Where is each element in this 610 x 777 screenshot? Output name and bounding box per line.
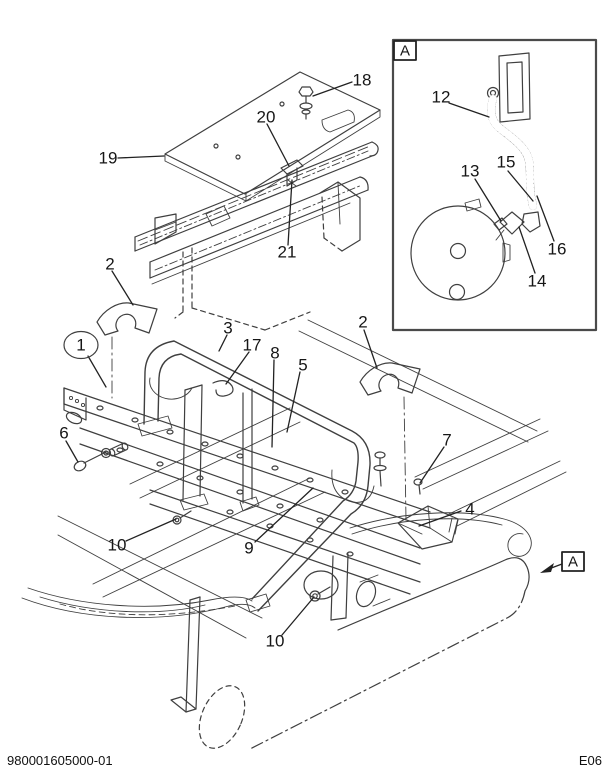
bolt-18 xyxy=(298,86,314,120)
leader-lines xyxy=(65,81,462,636)
callout-19: 19 xyxy=(98,148,118,168)
saddle-bracket-right xyxy=(359,362,421,396)
detail-reference-marker xyxy=(540,551,585,573)
callout-9: 9 xyxy=(244,538,254,558)
callout-16: 16 xyxy=(547,239,567,259)
callout-2-left: 2 xyxy=(105,254,115,274)
callout-7: 7 xyxy=(442,430,452,450)
document-number: 980001605000-01 xyxy=(7,753,113,768)
tray-assembly xyxy=(134,71,381,331)
callout-2-right: 2 xyxy=(358,312,368,332)
hook-17 xyxy=(212,380,234,397)
callout-8: 8 xyxy=(270,343,280,363)
callout-17: 17 xyxy=(242,335,262,355)
saddle-bracket-left xyxy=(96,302,158,336)
callout-13: 13 xyxy=(460,161,480,181)
bracket-ring xyxy=(303,570,339,600)
callout-4: 4 xyxy=(465,499,475,519)
angle-bracket-bottom xyxy=(170,596,201,713)
bolt-7 xyxy=(413,478,423,495)
detail-view-label: A xyxy=(399,42,411,60)
page-code: E06 xyxy=(578,753,602,768)
bracket-4 xyxy=(397,505,459,550)
callout-18: 18 xyxy=(352,70,372,90)
bolt-10-lower xyxy=(309,586,331,602)
callout-20: 20 xyxy=(256,107,276,127)
callout-10-lower: 10 xyxy=(265,631,285,651)
callout-15: 15 xyxy=(496,152,516,172)
detail-reference-label: A xyxy=(567,553,579,571)
callout-5: 5 xyxy=(298,355,308,375)
callout-3: 3 xyxy=(223,318,233,338)
callout-12: 12 xyxy=(431,87,451,107)
air-tank xyxy=(198,512,532,750)
bolt-6 xyxy=(73,442,129,472)
callout-21: 21 xyxy=(277,242,297,262)
callout-10-upper: 10 xyxy=(107,535,127,555)
callout-14: 14 xyxy=(527,271,547,291)
highlight-ellipse xyxy=(63,330,99,360)
stud-right-saddle xyxy=(373,451,387,487)
detail-inset xyxy=(391,38,598,332)
callout-6: 6 xyxy=(59,423,69,443)
callout-1-highlighted: 1 xyxy=(76,335,86,355)
crossmember-assembly xyxy=(21,302,567,713)
